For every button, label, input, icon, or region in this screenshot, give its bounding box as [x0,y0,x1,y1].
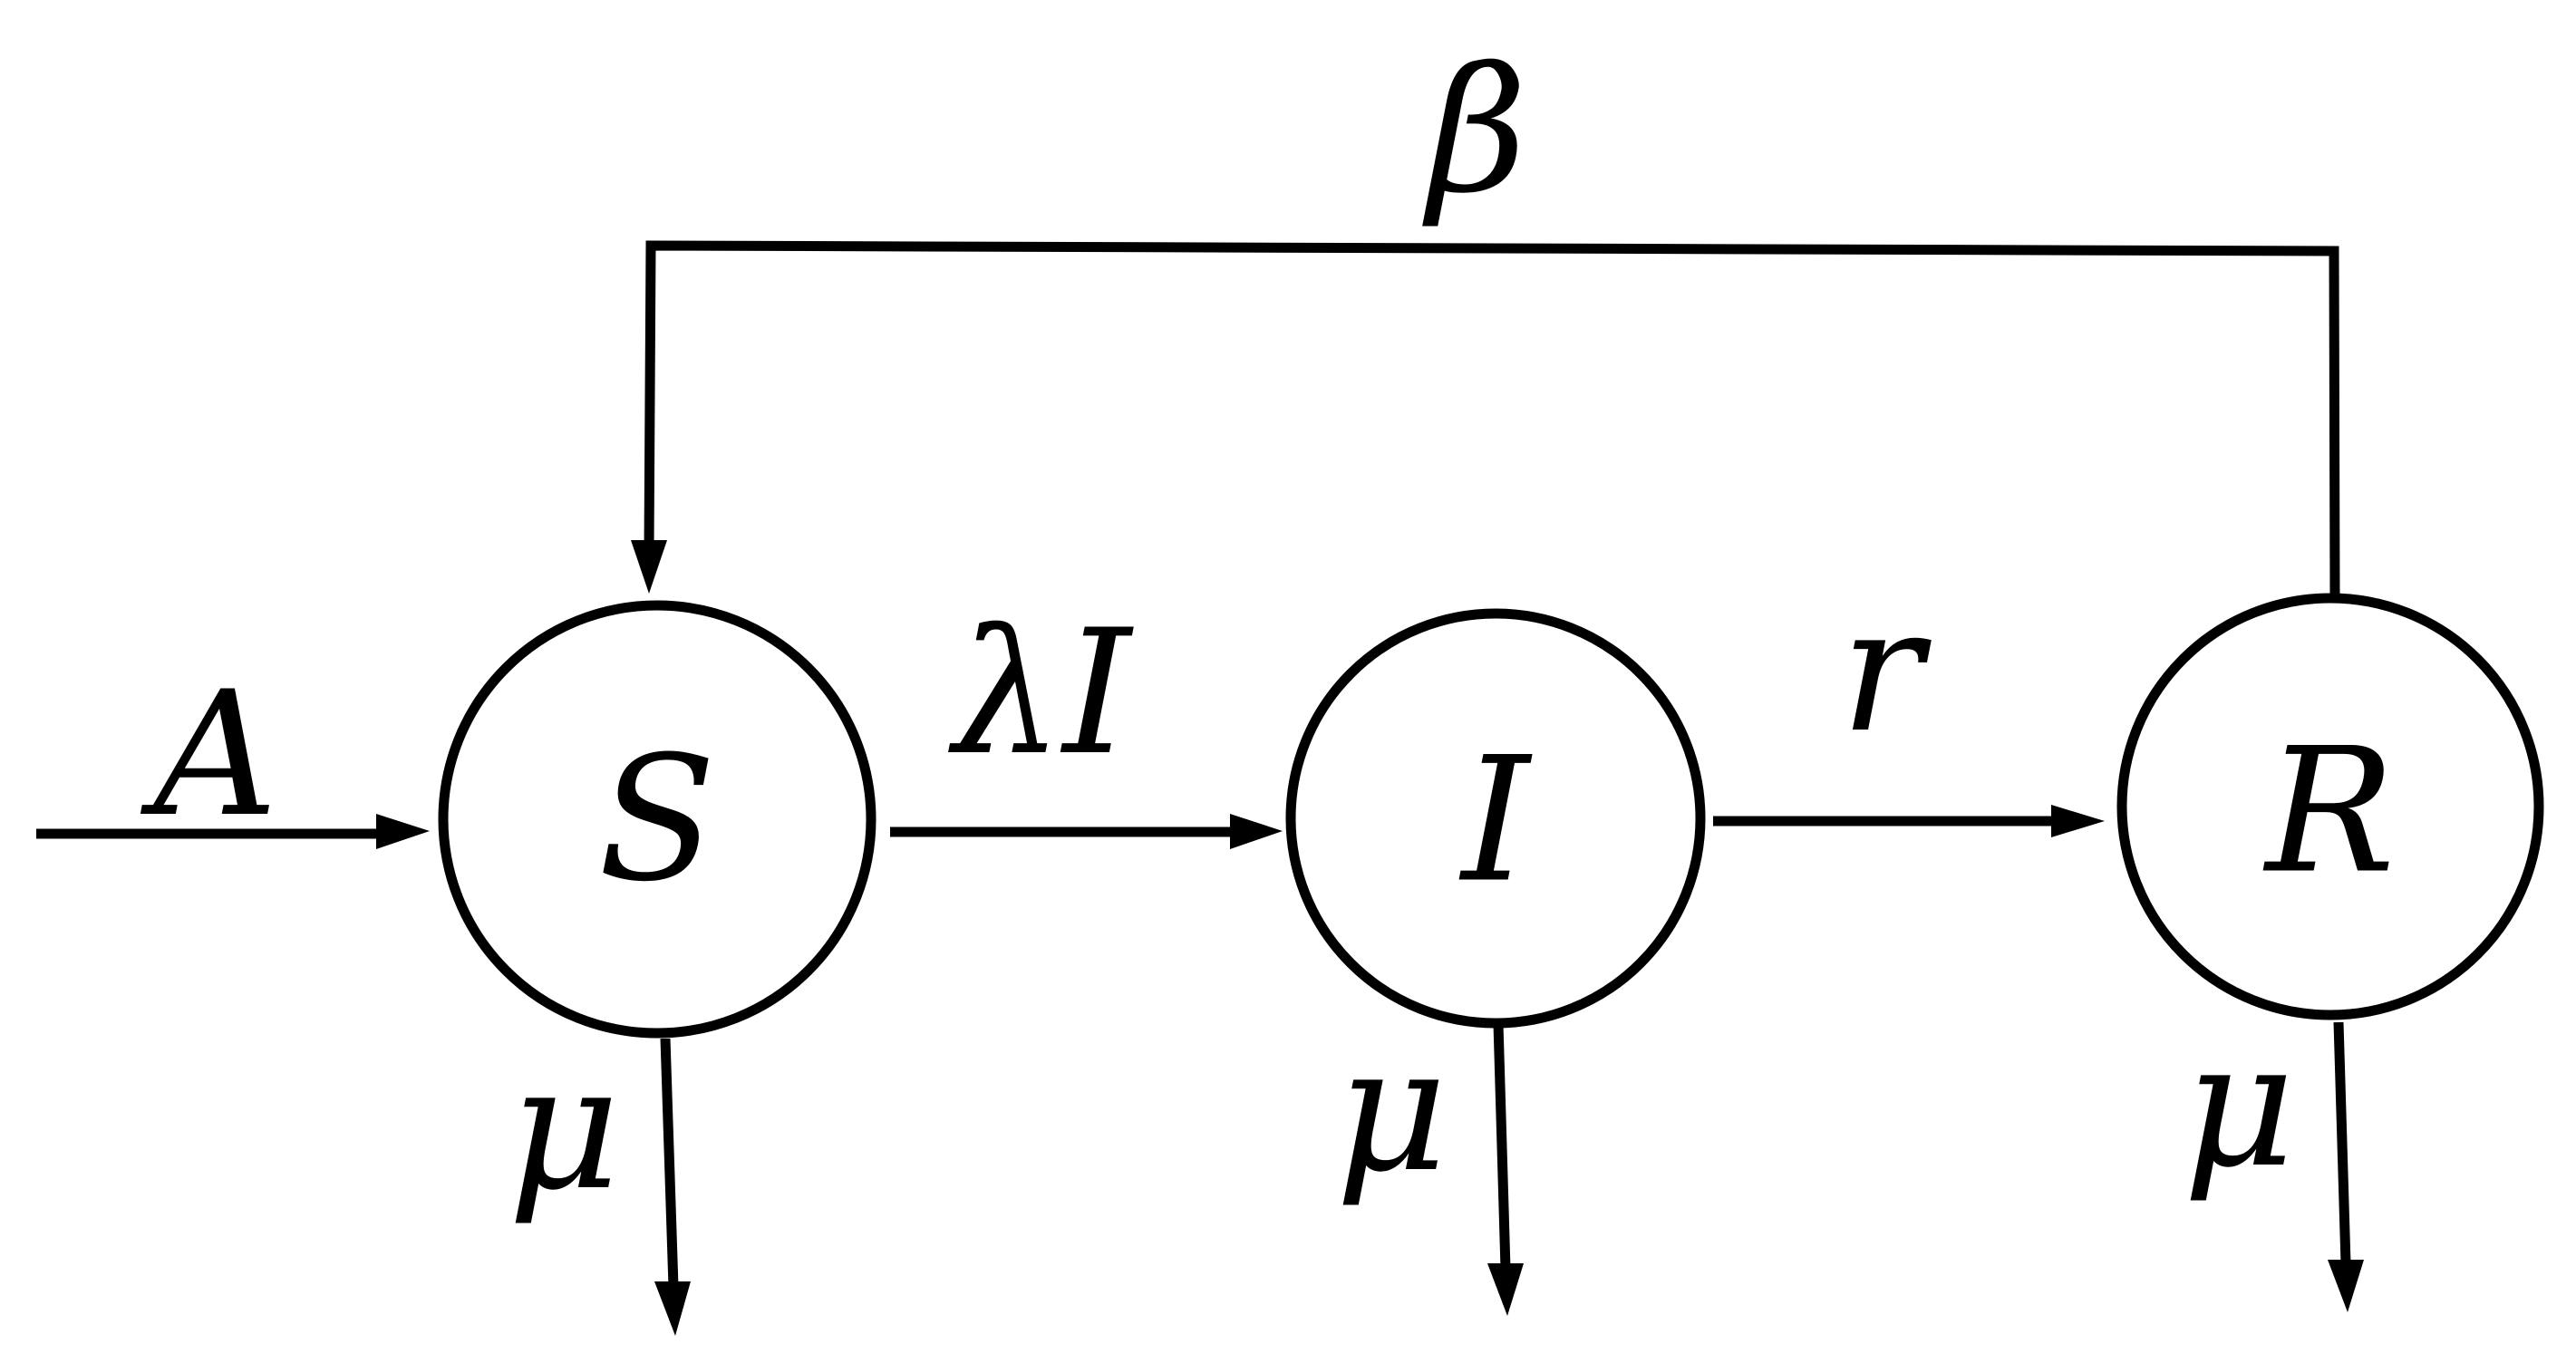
i-to-r-label: r [1841,570,1932,770]
i-death-arrow-line [1493,1023,1511,1270]
r-death-arrowhead [2328,1260,2364,1312]
node-i: I [1285,608,1706,1029]
node-s-label: S [598,720,716,920]
r-death-arrow-line [2333,1021,2351,1264]
i-death-arrowhead [1487,1263,1524,1316]
node-s: S [438,600,876,1039]
s-death-label: μ [508,1028,619,1228]
inflow-label: A [140,654,277,855]
node-i-circle [1285,608,1706,1029]
node-s-circle [438,600,876,1039]
node-r-circle [2116,593,2544,1020]
node-r-label: R [2262,711,2395,912]
s-death-arrowhead [654,1281,691,1336]
feedback-path-r-to-s [644,240,2340,599]
s-to-i-arrowhead [1230,814,1283,849]
inflow-arrowhead [376,814,430,849]
s-death-arrow-line [660,1038,679,1288]
feedback-arrowhead [631,540,667,594]
node-r: R [2116,593,2544,1020]
r-death-label: μ [2183,1005,2294,1205]
feedback-label: β [1422,31,1527,231]
node-i-label: I [1458,720,1533,921]
s-to-i-label: λI [947,593,1134,793]
i-to-r-arrowhead [2051,805,2105,837]
i-death-label: μ [1335,1010,1447,1210]
